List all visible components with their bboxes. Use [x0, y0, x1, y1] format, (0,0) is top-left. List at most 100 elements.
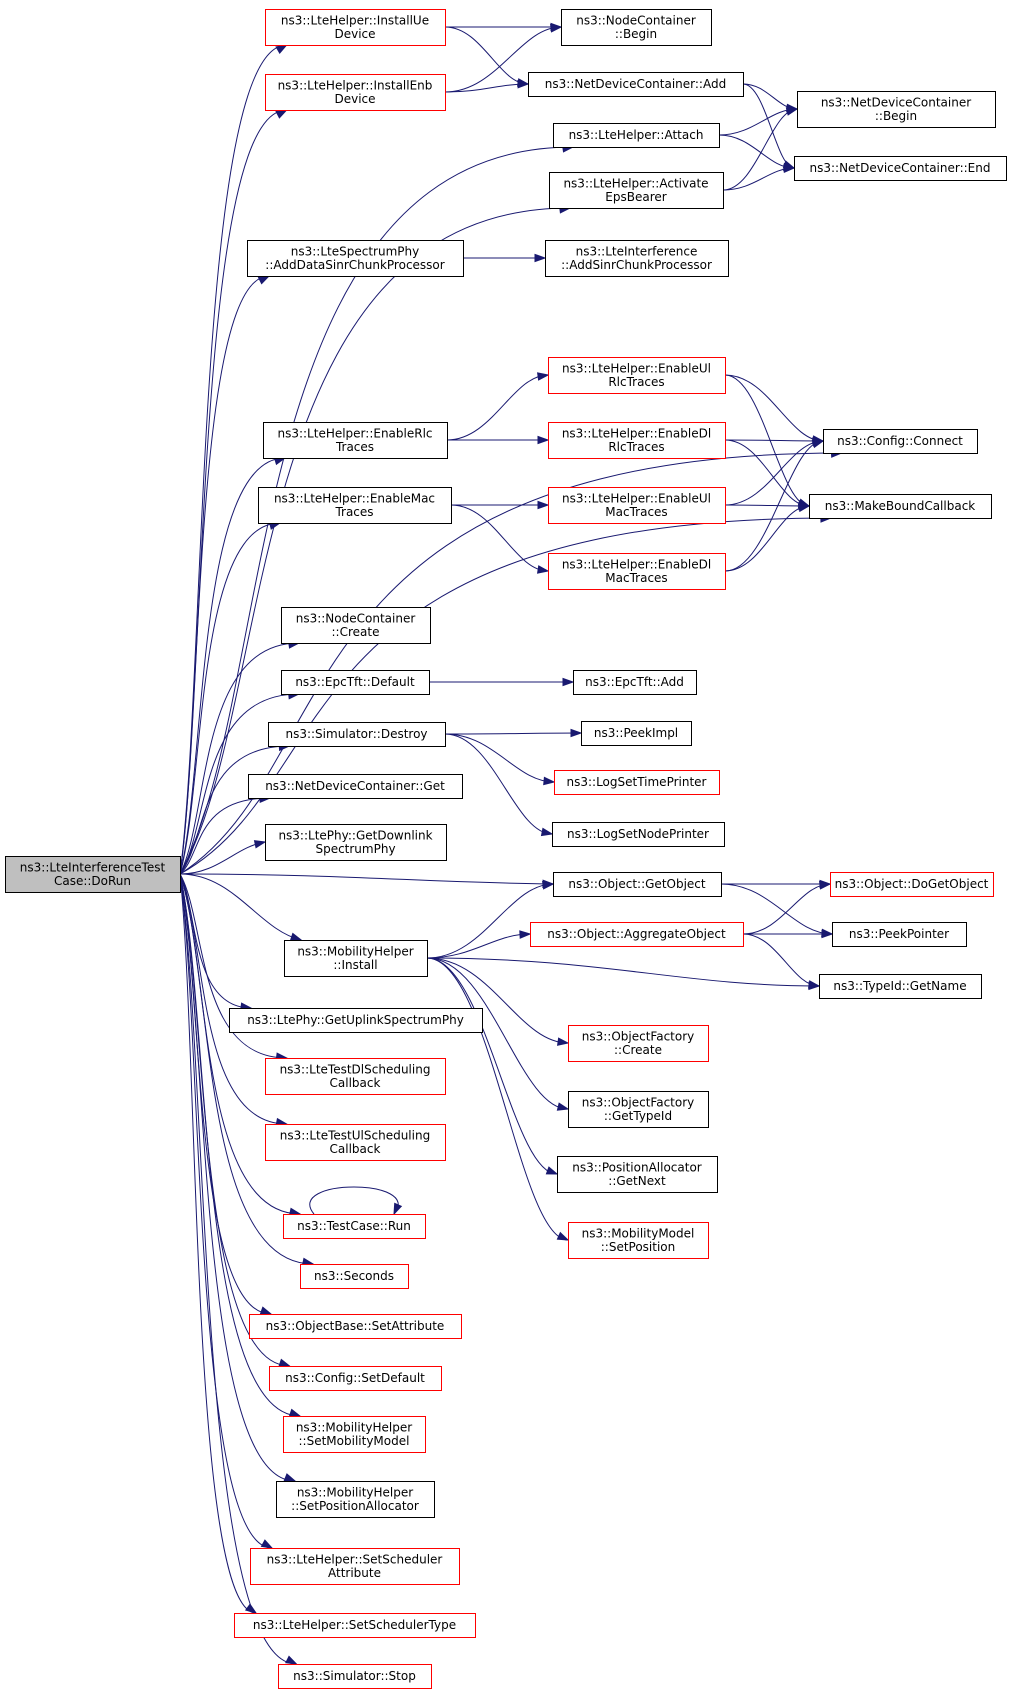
node-setmobmodel[interactable]: ns3::MobilityHelper::SetMobilityModel [283, 1416, 426, 1453]
node-label-line: ns3::LteInterferenceTest [20, 860, 166, 874]
edge-line [426, 957, 569, 1241]
node-ndcbegin[interactable]: ns3::NetDeviceContainer::Begin [797, 91, 996, 128]
edge-line [426, 883, 554, 959]
node-box [794, 156, 1007, 181]
node-epcdefault[interactable]: ns3::EpcTft::Default [281, 670, 430, 695]
node-ofgettypeid[interactable]: ns3::ObjectFactory::GetTypeId [568, 1091, 709, 1128]
node-testrun[interactable]: ns3::TestCase::Run [283, 1214, 426, 1239]
node-setattr[interactable]: ns3::ObjectBase::SetAttribute [249, 1314, 462, 1339]
edge-getobject-to-dogetobject [721, 879, 832, 889]
node-peekimpl[interactable]: ns3::PeekImpl [581, 721, 692, 746]
node-box [557, 1156, 718, 1193]
edge-line [179, 873, 287, 1059]
node-label-line: ns3::Config::Connect [837, 434, 963, 448]
node-getuplink[interactable]: ns3::LtePhy::GetUplinkSpectrumPhy [229, 1008, 483, 1033]
node-box [528, 72, 744, 97]
node-label-line: ns3::LteHelper::EnableDl [562, 557, 711, 571]
edge-line [742, 883, 831, 935]
edge-line [179, 275, 270, 875]
node-ndcend[interactable]: ns3::NetDeviceContainer::End [794, 156, 1007, 181]
node-nodecbegin[interactable]: ns3::NodeContainer::Begin [561, 9, 712, 46]
node-interference[interactable]: ns3::LteInterference::AddSinrChunkProces… [545, 240, 729, 277]
edge-line [179, 873, 287, 1125]
node-setposalloc[interactable]: ns3::MobilityHelper::SetPositionAllocato… [276, 1481, 435, 1518]
node-logtime[interactable]: ns3::LogSetTimePrinter [554, 770, 720, 795]
node-spectrum[interactable]: ns3::LteSpectrumPhy::AddDataSinrChunkPro… [247, 240, 464, 277]
node-box [229, 1008, 483, 1033]
edge-arrowhead [545, 1166, 559, 1175]
edge-line [179, 873, 295, 1482]
node-makebound[interactable]: ns3::MakeBoundCallback [809, 494, 992, 519]
node-label-line: ns3::Seconds [314, 1269, 394, 1283]
node-mmsetpos[interactable]: ns3::MobilityModel::SetPosition [568, 1222, 709, 1259]
node-schedtype[interactable]: ns3::LteHelper::SetSchedulerType [234, 1613, 476, 1638]
edge-line [724, 440, 824, 506]
node-dogetobject[interactable]: ns3::Object::DoGetObject [830, 872, 994, 897]
edge-aggregate-to-dogetobject [742, 881, 832, 935]
node-box [300, 1264, 409, 1289]
edge-line [724, 439, 810, 507]
node-simdestroy[interactable]: ns3::Simulator::Destroy [268, 722, 446, 747]
edge-line [179, 745, 290, 875]
edge-simdestroy-to-lognode [444, 733, 554, 837]
node-peekpointer[interactable]: ns3::PeekPointer [832, 922, 967, 947]
node-label-line: ns3::LteHelper::InstallEnb [278, 78, 433, 92]
node-label-line: SpectrumPhy [315, 842, 395, 856]
node-box [554, 770, 720, 795]
node-simstop[interactable]: ns3::Simulator::Stop [278, 1664, 432, 1689]
node-ndcadd[interactable]: ns3::NetDeviceContainer::Add [528, 72, 744, 97]
node-aggregate[interactable]: ns3::Object::AggregateObject [530, 922, 744, 947]
edge-arrowhead [556, 1102, 570, 1111]
node-label-line: ::Install [333, 958, 377, 972]
edge-line [426, 957, 558, 1175]
node-box [247, 240, 464, 277]
node-label-line: ns3::TestCase::Run [297, 1219, 411, 1233]
node-label-line: Device [334, 92, 375, 106]
node-seconds[interactable]: ns3::Seconds [300, 1264, 409, 1289]
edge-simdestroy-to-peekimpl [444, 728, 583, 738]
edge-line [718, 108, 798, 136]
node-typeidname[interactable]: ns3::TypeId::GetName [819, 974, 982, 999]
node-box [819, 974, 982, 999]
node-nodeccreate[interactable]: ns3::NodeContainer::Create [281, 607, 431, 644]
node-label-line: Callback [330, 1076, 381, 1090]
node-box [549, 172, 724, 209]
edge-arrowhead [253, 840, 267, 849]
edge-line [309, 1186, 399, 1215]
node-ofcreate[interactable]: ns3::ObjectFactory::Create [568, 1025, 709, 1062]
node-setdefault[interactable]: ns3::Config::SetDefault [269, 1366, 442, 1391]
edge-line [450, 504, 549, 572]
edge-installue-to-nodecbegin [445, 22, 563, 32]
edge-arrowhead [534, 253, 547, 263]
node-mobinstall[interactable]: ns3::MobilityHelper::Install [284, 940, 428, 977]
node-box [548, 357, 726, 394]
node-lognode[interactable]: ns3::LogSetNodePrinter [552, 822, 725, 847]
node-label-line: ns3::NetDeviceContainer::Add [545, 77, 726, 91]
node-pagetnext[interactable]: ns3::PositionAllocator::GetNext [557, 1156, 718, 1193]
node-label-line: ns3::LtePhy::GetUplinkSpectrumPhy [247, 1013, 464, 1027]
node-connect[interactable]: ns3::Config::Connect [823, 429, 978, 454]
node-ndcget[interactable]: ns3::NetDeviceContainer::Get [248, 774, 463, 799]
node-box [809, 494, 992, 519]
node-attach[interactable]: ns3::LteHelper::Attach [553, 123, 720, 148]
node-label-line: ns3::PeekPointer [849, 927, 949, 941]
node-getobject[interactable]: ns3::Object::GetObject [553, 872, 722, 897]
edge-line [724, 439, 824, 442]
edge-enablemac-to-dlmac [450, 504, 550, 574]
node-epcadd[interactable]: ns3::EpcTft::Add [573, 670, 697, 695]
edge-activate-to-ndcbegin [722, 107, 799, 191]
